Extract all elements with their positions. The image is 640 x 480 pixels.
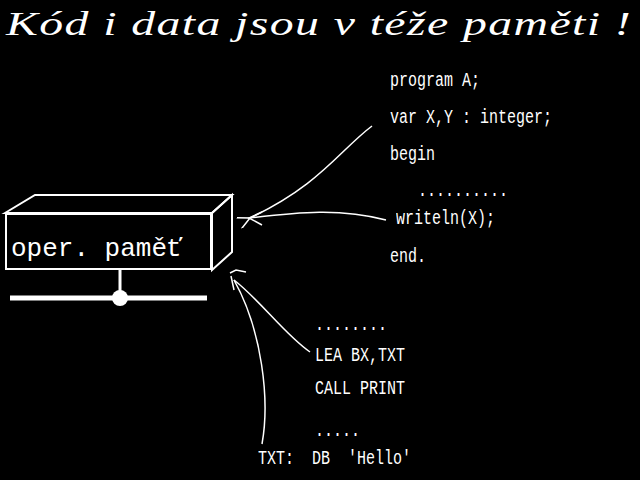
code-line: TXT: DB 'Hello'	[258, 448, 411, 471]
code-line: ..........	[418, 180, 508, 203]
box-side-face	[212, 195, 232, 270]
arrow-head	[249, 212, 262, 225]
code-line: LEA BX,TXT	[315, 345, 405, 368]
leader-arrow	[250, 126, 372, 218]
code-line: var X,Y : integer;	[390, 107, 552, 130]
code-line: .....	[315, 420, 360, 443]
code-line: CALL PRINT	[315, 378, 405, 401]
bus-dot	[112, 290, 128, 306]
arrow-head	[230, 270, 246, 273]
bus-line	[10, 296, 207, 301]
arrow-head	[231, 276, 234, 290]
box-label: oper. paměť	[7, 234, 183, 268]
leader-arrow	[250, 212, 386, 220]
box-top-face	[5, 195, 232, 213]
code-line: writeln(X);	[396, 208, 495, 231]
code-line: program A;	[390, 70, 480, 93]
leader-arrow	[234, 280, 265, 444]
code-line: begin	[390, 144, 435, 167]
code-line: end.	[390, 246, 426, 269]
title: Kód i data jsou v téže paměti !	[6, 4, 632, 44]
leader-arrow	[234, 280, 310, 352]
memory-box: oper. paměť	[5, 213, 212, 270]
code-line: ........	[315, 314, 387, 337]
